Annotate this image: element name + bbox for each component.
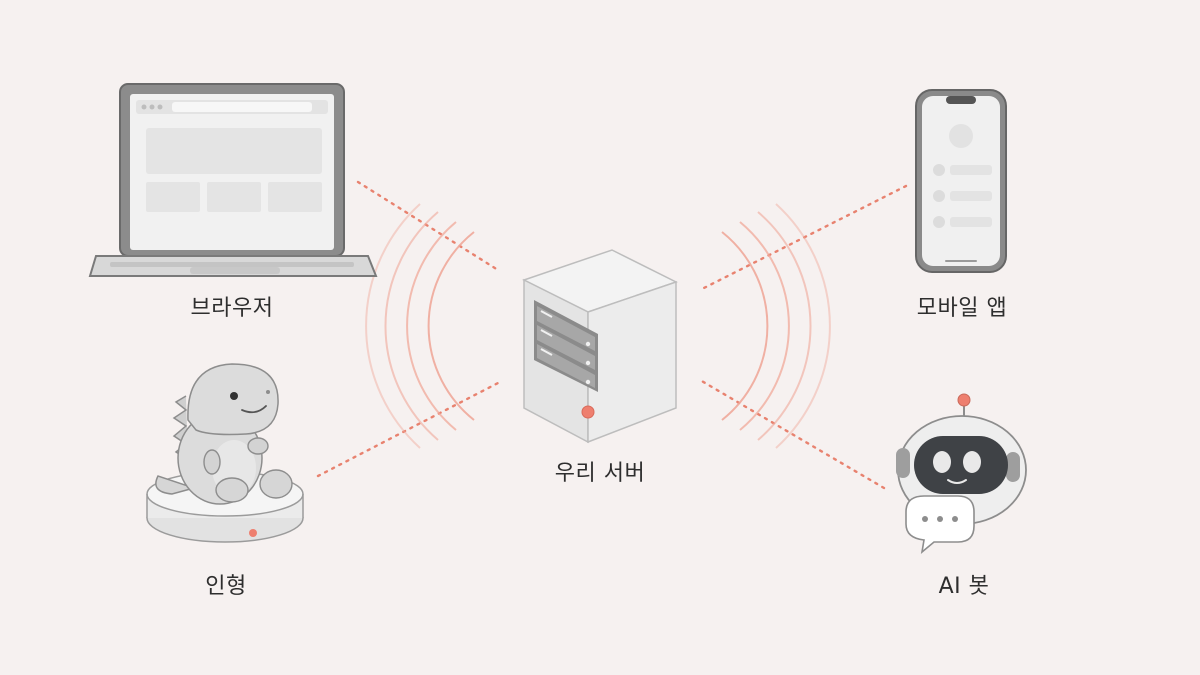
bot-label: AI 봇 xyxy=(938,574,990,599)
connector-bot-server xyxy=(698,378,886,490)
server-status-light xyxy=(581,405,595,419)
signal-waves-left xyxy=(365,203,475,449)
mobile-label: 모바일 앱 xyxy=(916,296,1008,321)
doll-label: 인형 xyxy=(205,574,247,599)
server-label: 우리 서버 xyxy=(554,461,646,486)
connectors xyxy=(316,180,908,490)
browser-label: 브라우저 xyxy=(190,296,274,321)
dinosaur-plush-icon xyxy=(146,363,304,543)
connector-browser-server xyxy=(356,180,500,272)
connector-mobile-server xyxy=(698,184,908,292)
smartphone-icon xyxy=(915,89,1007,273)
chat-bubble-icon xyxy=(905,495,975,554)
doll-status-light xyxy=(249,529,257,537)
laptop-icon xyxy=(88,83,378,277)
connector-doll-server xyxy=(316,380,502,478)
signal-waves-right xyxy=(721,203,831,449)
server-icon xyxy=(522,249,678,444)
